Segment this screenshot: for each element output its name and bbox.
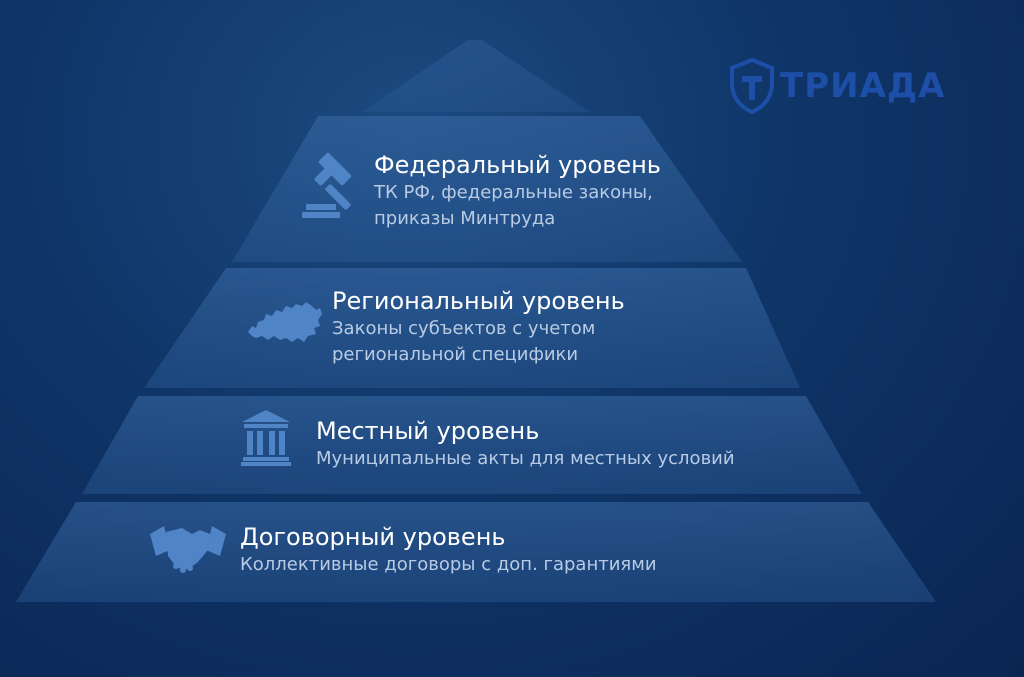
level-description: приказы Минтруда [374,208,556,229]
level-description: региональной специфики [332,344,579,365]
level-description: ТК РФ, федеральные законы, [374,182,653,203]
level-title: Региональный уровень [332,287,625,315]
level-title: Федеральный уровень [374,151,661,179]
logo-text: ТРИАДА [780,66,946,106]
level-contract: Договорный уровень Коллективные договоры… [240,522,657,578]
level-description: Коллективные договоры с доп. гарантиями [240,554,657,575]
gavel-icon [302,152,352,218]
pyramid-tier-regional [144,268,800,388]
level-title: Договорный уровень [240,523,506,551]
pyramid-apex [362,40,590,112]
level-regional: Региональный уровень Законы субъектов с … [332,286,625,368]
level-title: Местный уровень [316,417,540,445]
government-building-icon [241,410,291,466]
level-description: Муниципальные акты для местных условий [316,448,735,469]
handshake-icon [150,526,226,573]
level-federal: Федеральный уровень ТК РФ, федеральные з… [374,150,661,232]
triada-logo: ТРИАДА [728,58,945,114]
level-local: Местный уровень Муниципальные акты для м… [316,416,735,472]
pyramid-tier-federal [232,116,742,262]
russia-map-icon [248,302,322,342]
level-description: Законы субъектов с учетом [332,318,596,339]
pyramid-tier-contract [16,502,936,602]
shield-t-icon [730,58,774,114]
